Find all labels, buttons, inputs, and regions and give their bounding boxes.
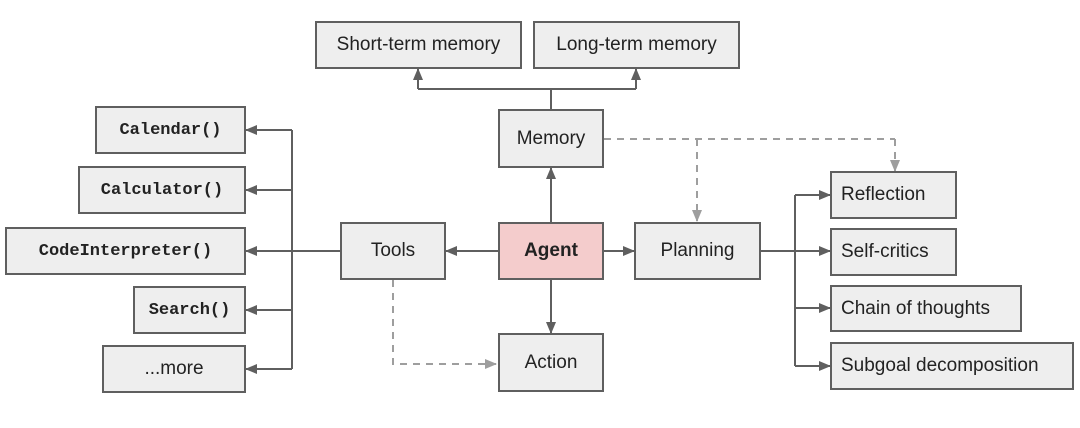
dashed-tools-to-action [392,280,497,369]
more-tools-box: ...more [102,345,246,393]
short-term-memory-box: Short-term memory [315,21,522,69]
planning-box: Planning [634,222,761,280]
action-box: Action [498,333,604,392]
long-term-memory-box: Long-term memory [533,21,740,69]
code-interpreter-tool-box: CodeInterpreter() [5,227,246,275]
calculator-tool-box: Calculator() [78,166,246,214]
reflection-box: Reflection [830,171,957,219]
memory-box: Memory [498,109,604,168]
search-tool-box: Search() [133,286,246,334]
tools-box: Tools [340,222,446,280]
chain-of-thoughts-box: Chain of thoughts [830,285,1022,332]
subgoal-decomposition-box: Subgoal decomposition [830,342,1074,390]
line-memory-stem [418,88,552,109]
agent-box: Agent [498,222,604,280]
calendar-tool-box: Calendar() [95,106,246,154]
self-critics-box: Self-critics [830,228,957,276]
